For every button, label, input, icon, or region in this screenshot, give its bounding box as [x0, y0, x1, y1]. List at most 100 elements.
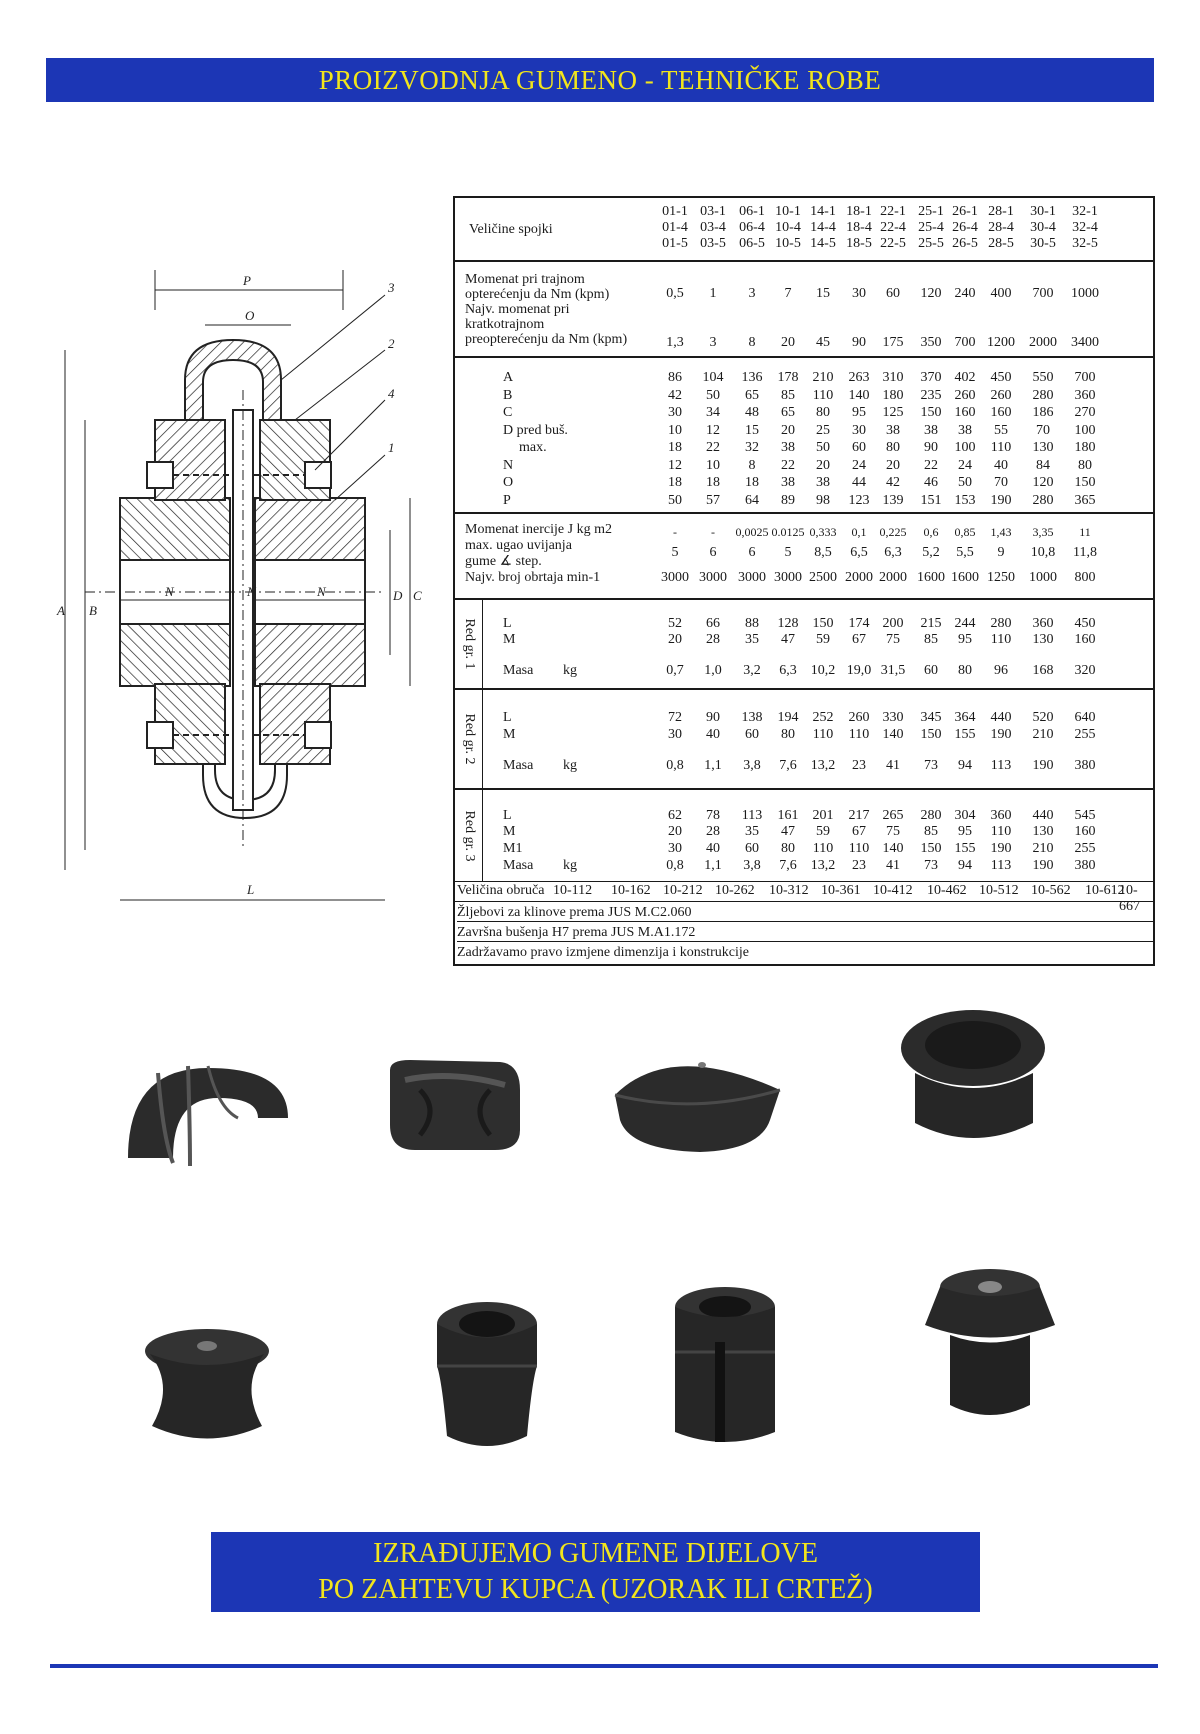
red3-M1-cell: 80 [781, 841, 795, 856]
moment-label-4: kratkotrajnom [465, 317, 545, 332]
row-label: Masa [503, 663, 534, 678]
dimension-cell: 160 [954, 405, 976, 420]
footer-rule [50, 1664, 1158, 1668]
red2-masa-cell: 0,8 [666, 758, 684, 773]
dimension-cell: 136 [741, 370, 763, 385]
dimension-cell: 38 [781, 475, 795, 490]
max-rpm-cell: 1600 [917, 570, 945, 585]
size-cell: 25-1 [918, 204, 944, 219]
max-rpm-cell: 800 [1074, 570, 1096, 585]
red1-masa-cell: 1,0 [704, 663, 722, 678]
dimension-cell: 22 [781, 457, 795, 473]
dimension-cell: 64 [745, 492, 759, 508]
size-cell: 14-4 [810, 220, 836, 235]
moment-label-5: preopterećenju da Nm (kpm) [465, 332, 628, 347]
dimension-cell: 95 [852, 405, 866, 420]
dimension-cell: 20 [886, 457, 900, 473]
rubber-half-ring-image [118, 1048, 298, 1178]
red3-M-cell: 67 [852, 824, 866, 839]
moment-continuous-cell: 1000 [1071, 286, 1099, 301]
dimension-cell: 22 [924, 457, 938, 473]
dimension-cell: 365 [1074, 492, 1096, 508]
red1-masa-cell: 168 [1032, 663, 1054, 678]
size-cell: 26-5 [952, 236, 978, 251]
callout-2: 2 [388, 336, 395, 351]
size-cell: 18-1 [846, 204, 872, 219]
red2-masa-cell: 3,8 [743, 758, 761, 773]
sizes-label: Veličine spojki [469, 222, 553, 237]
ring-size-cell: 10-512 [979, 883, 1019, 898]
red2-masa-cell: 73 [924, 758, 938, 773]
red3-L-cell: 78 [706, 808, 720, 823]
red3-M1-cell: 190 [990, 841, 1012, 856]
red3-masa-cell: 13,2 [810, 858, 836, 873]
dimension-cell: 38 [886, 422, 900, 438]
red3-M1-cell: 60 [745, 841, 759, 856]
twist-angle-cell: 6 [709, 545, 717, 560]
red3-M-cell: 85 [924, 824, 938, 839]
dimension-cell: 125 [882, 405, 904, 420]
red2-L-cell: 364 [954, 710, 976, 725]
dimension-cell: 10 [706, 457, 720, 473]
red2-L-cell: 260 [848, 710, 870, 725]
inertia-cell: - [673, 525, 677, 539]
red3-L-cell: 62 [668, 808, 682, 823]
red1-L-cell: 360 [1032, 616, 1054, 631]
red1-M-cell: 28 [706, 632, 720, 647]
red1-masa-cell: 10,2 [810, 663, 836, 678]
max-rpm-cell: 1600 [951, 570, 979, 585]
row-label: L [503, 710, 512, 725]
moment-peak-cell: 700 [954, 335, 976, 350]
dimension-cell: 160 [990, 405, 1012, 420]
red3-M1-cell: 30 [668, 841, 682, 856]
red1-L-cell: 150 [812, 616, 834, 631]
dimension-cell: 24 [852, 457, 866, 473]
rubber-dome-cap-image [610, 1040, 785, 1155]
red1-L-cell: 215 [920, 616, 942, 631]
red2-M-cell: 80 [781, 727, 795, 742]
size-cell: 32-1 [1072, 204, 1098, 219]
red1-masa-cell: 3,2 [743, 663, 761, 678]
moment-continuous-cell: 7 [784, 286, 792, 301]
dimension-cell: 450 [990, 370, 1012, 385]
red2-L-cell: 90 [706, 710, 720, 725]
size-cell: 30-5 [1030, 236, 1056, 251]
dimension-cell: 190 [990, 492, 1012, 508]
unit-label: kg [563, 758, 577, 773]
red3-L-cell: 113 [741, 808, 763, 823]
dimension-cell: 153 [954, 492, 976, 508]
inertia-cell: 0,333 [809, 525, 837, 539]
dimension-cell: 130 [1032, 440, 1054, 455]
ring-size-cell: 10-667 [1119, 883, 1140, 914]
red3-M1-cell: 110 [848, 841, 870, 856]
dimension-cell: 280 [1032, 492, 1054, 508]
red1-L-cell: 200 [882, 616, 904, 631]
dimension-cell: 22 [706, 440, 720, 455]
size-cell: 03-4 [700, 220, 726, 235]
size-cell: 18-4 [846, 220, 872, 235]
rubber-slotted-bushing-image [670, 1282, 780, 1452]
dim-d-label: D [392, 588, 403, 603]
dimension-cell: 280 [1032, 387, 1054, 403]
dimension-label: B [503, 387, 513, 403]
moment-peak-cell: 1,3 [666, 335, 684, 350]
twist-angle-cell: 5,5 [956, 545, 974, 560]
dimension-cell: 12 [668, 457, 682, 473]
dimension-cell: 180 [882, 387, 904, 403]
dimension-cell: 151 [920, 492, 942, 508]
twist-angle-cell: 5 [671, 545, 679, 560]
red2-masa-cell: 13,2 [810, 758, 836, 773]
red2-M-cell: 150 [920, 727, 942, 742]
red1-M-cell: 35 [745, 632, 759, 647]
